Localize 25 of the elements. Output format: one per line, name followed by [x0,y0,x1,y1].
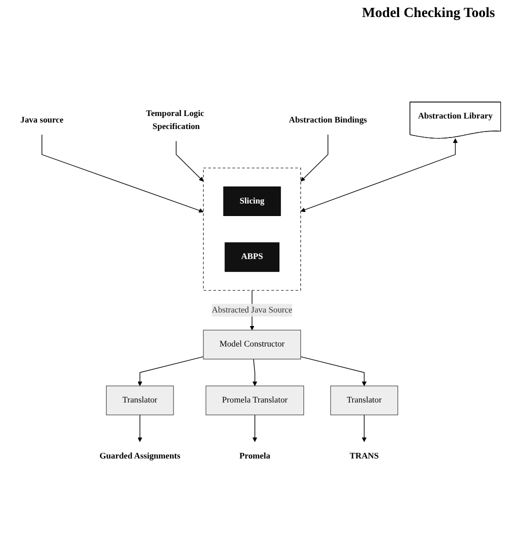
heading-label: Model Checking Tools [362,6,495,22]
arrow [252,414,258,442]
node-text: TRANS [350,451,379,461]
edge-label: Abstracted Java Source [212,305,292,315]
node-text: Java source [20,115,64,124]
arrow [138,414,142,442]
arrow [176,140,204,182]
node-box: Promela Translator [206,386,304,416]
node-text: Promela [239,451,270,461]
cluster [203,168,301,291]
node-text: Temporal Logic Specification [146,108,204,131]
arrow [42,134,204,213]
node-box: Translator [106,386,174,416]
arrow [300,138,458,212]
node-box: ABPS [224,242,280,272]
arrow [252,358,258,386]
node-text: Abstraction Bindings [288,115,367,124]
node-box: Slicing [223,186,281,216]
arrow [300,134,328,182]
arrow [362,414,367,442]
arrow [138,356,204,386]
arrow [300,356,367,386]
node-box: Translator [330,386,398,416]
node-box: Model Constructor [203,330,301,360]
node-text: Guarded Assignments [99,451,180,461]
